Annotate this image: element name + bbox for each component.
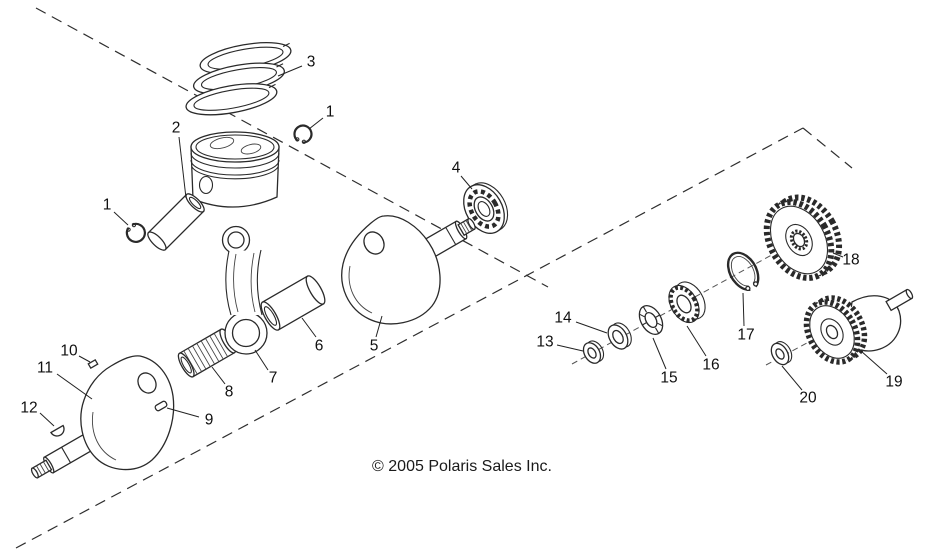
crank-pin: [260, 275, 326, 331]
leader-line: [860, 350, 888, 375]
leader-line: [254, 349, 269, 371]
leader-line: [460, 175, 473, 190]
leader-line: [39, 412, 55, 427]
callout-label: 4: [452, 160, 461, 177]
leader-line: [686, 325, 707, 357]
boundary-dashed-lines: [15, 7, 853, 549]
key-small: [87, 358, 99, 370]
leader-line: [575, 321, 608, 334]
dashed-boundary-line: [35, 7, 549, 288]
callout-label: 14: [554, 310, 572, 327]
callout-label: 3: [307, 54, 316, 71]
callout-label: 20: [799, 390, 817, 407]
leader-line: [56, 373, 93, 400]
leader-line: [277, 65, 303, 77]
callout-label: 6: [315, 338, 324, 355]
lock-washer-15: [638, 305, 664, 335]
leader-line: [301, 317, 317, 338]
dashed-boundary-line: [802, 127, 853, 169]
callout-label: 5: [370, 338, 379, 355]
crankshaft-left-half: [30, 355, 175, 479]
crankshaft-right-half: [341, 215, 476, 325]
piston: [190, 131, 280, 208]
circlip-left: [125, 222, 146, 243]
callout-label: 10: [60, 343, 78, 360]
wrist-pin: [147, 193, 205, 251]
callout-label: 13: [536, 334, 553, 351]
callout-label: 11: [37, 360, 53, 377]
dowel-pin: [154, 400, 168, 412]
splined-collar-16: [668, 281, 706, 324]
circlip-top: [293, 124, 313, 144]
callout-label: 12: [20, 400, 37, 417]
leader-line: [742, 292, 745, 327]
copyright-text: © 2005 Polaris Sales Inc.: [372, 458, 552, 475]
leader-line: [556, 344, 584, 352]
leader-line: [375, 315, 383, 338]
leader-line: [78, 355, 91, 363]
connecting-rod: [221, 225, 268, 355]
callout-label: 7: [269, 370, 278, 387]
balance-shaft: [803, 288, 914, 365]
leader-line: [832, 252, 844, 258]
washer-13: [582, 340, 605, 364]
thrust-washer-20: [770, 341, 793, 366]
leader-line: [308, 117, 324, 130]
balance-gear: [763, 194, 843, 281]
leader-line: [211, 366, 226, 385]
callout-label: 8: [225, 384, 234, 401]
leader-line: [781, 365, 803, 391]
callout-label: 16: [702, 357, 719, 374]
callout-label: 1: [326, 104, 335, 121]
woodruff-key: [50, 424, 65, 437]
piston-rings: [185, 42, 292, 116]
callout-label: 17: [737, 327, 754, 344]
callout-label: 19: [885, 374, 902, 391]
callout-label: 9: [205, 412, 214, 429]
leader-line: [178, 136, 187, 199]
leader-line: [166, 407, 200, 418]
callout-label: 18: [842, 252, 859, 269]
rod-beam: [225, 250, 262, 315]
leader-line: [652, 337, 667, 370]
leader-line: [113, 211, 129, 226]
ball-bearing: [463, 182, 509, 234]
callout-label: 1: [103, 197, 112, 214]
snap-ring: [726, 251, 760, 292]
callout-label: 2: [172, 120, 181, 137]
dashed-boundary-line: [15, 127, 804, 549]
washer-14: [607, 322, 632, 350]
callout-label: 15: [660, 370, 677, 387]
